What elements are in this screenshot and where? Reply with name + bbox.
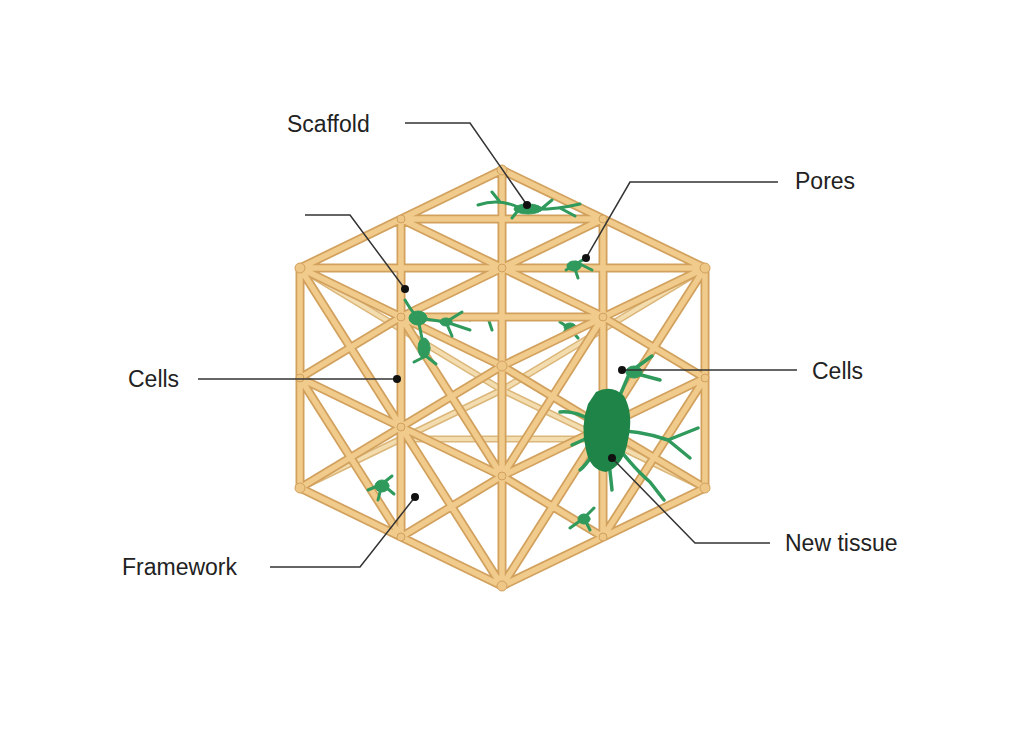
cell-body [626, 366, 642, 378]
joint [700, 483, 710, 493]
strut-outline [300, 170, 705, 586]
joint [498, 472, 506, 480]
leader-line [270, 497, 415, 567]
joint [497, 581, 507, 591]
cell-filaments [560, 356, 698, 500]
leader-line [622, 369, 797, 371]
leader-dot [393, 375, 401, 383]
joint [599, 313, 607, 321]
cell-body [418, 338, 430, 358]
leader-lines [198, 123, 797, 567]
leader-line [305, 215, 405, 289]
cell-body [567, 261, 581, 271]
joint [599, 533, 607, 541]
callout-label: Scaffold [287, 111, 370, 137]
joint [498, 264, 506, 272]
cell-body [409, 311, 427, 325]
strut-joints [295, 165, 710, 591]
leader-line [405, 123, 527, 205]
leader-dot [582, 254, 590, 262]
joint [701, 374, 709, 382]
joint [397, 215, 405, 223]
leader-dot [608, 454, 616, 462]
cell-body [578, 514, 590, 524]
cell-filaments [570, 508, 594, 530]
joint [397, 313, 405, 321]
cell-body [440, 318, 452, 326]
front-struts [300, 170, 705, 586]
joint [599, 215, 607, 223]
joint [397, 533, 405, 541]
callout-label: Cells [812, 358, 863, 384]
strut [300, 170, 705, 586]
joint [295, 263, 305, 273]
cell-filaments [478, 192, 580, 218]
leader-dot [618, 366, 626, 374]
new-tissue-body [583, 389, 630, 472]
callout-label: Cells [128, 366, 179, 392]
cells [368, 192, 698, 530]
callout-label: Framework [122, 554, 237, 580]
joint [296, 374, 304, 382]
cell-filaments [405, 300, 470, 364]
leader-dot [411, 493, 419, 501]
callout-label: Pores [795, 168, 855, 194]
leader-dot [523, 201, 531, 209]
cell-body [375, 480, 389, 492]
callout-label: New tissue [785, 530, 897, 556]
joint [397, 423, 405, 431]
leader-dot [401, 285, 409, 293]
leader-line [198, 378, 397, 380]
joint [497, 361, 507, 371]
cell-filaments [368, 476, 394, 500]
leader-line [586, 182, 778, 258]
leader-dots [393, 201, 626, 501]
joint [700, 263, 710, 273]
leader-line [612, 458, 770, 543]
joint [295, 483, 305, 493]
